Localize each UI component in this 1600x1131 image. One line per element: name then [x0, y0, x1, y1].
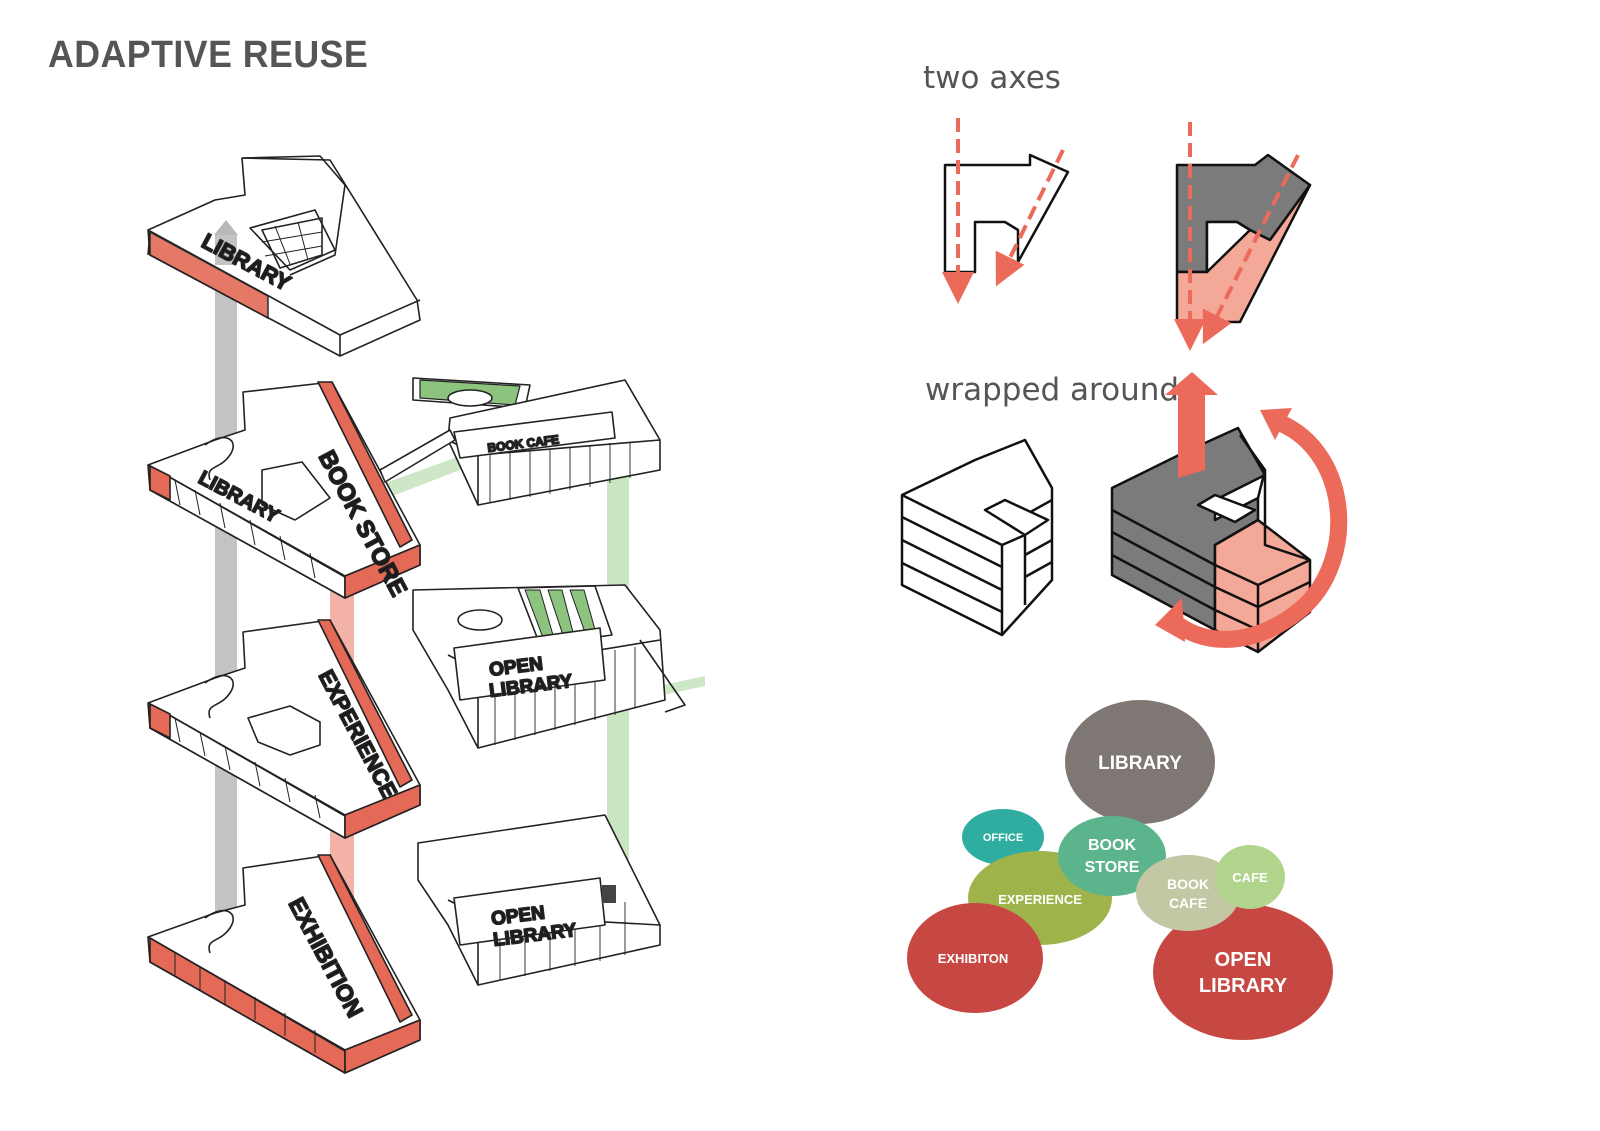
experience-bubble-label: EXPERIENCE: [998, 892, 1082, 907]
bottom-floor-exhibition: [147, 854, 421, 1074]
top-floor-library: [147, 155, 421, 357]
program-bubbles: LIBRARY OFFICE EXPERIENCE EXHIBITON BOOK…: [907, 700, 1333, 1040]
two-axes-plan-outline: [942, 118, 1070, 304]
office-bubble: [962, 809, 1044, 865]
open-library-bubble: [1153, 904, 1333, 1040]
wrapped-around-heading: wrapped around: [925, 372, 1180, 408]
open-library-bubble-label-2: LIBRARY: [1199, 975, 1288, 997]
exhibition-bubble-label: EXHIBITON: [938, 951, 1009, 966]
library-circulation-bar: [215, 235, 237, 935]
wrapped-around-filled-massing: [1110, 372, 1348, 654]
third-floor-experience: [147, 619, 421, 839]
open-library-bubble-label-1: OPEN: [1215, 949, 1272, 971]
library-bubble-label: LIBRARY: [1098, 753, 1182, 774]
library-bubble: [1065, 700, 1215, 824]
cafe-bubble: [1215, 845, 1285, 909]
wrapped-around-diagram: [900, 372, 1348, 654]
two-axes-diagram: [942, 118, 1312, 351]
book-cafe-bubble: [1136, 855, 1240, 931]
upper-open-library-block: [412, 584, 686, 749]
cafe-bubble-label: CAFE: [1232, 870, 1268, 885]
book-store-bubble-label-1: BOOK: [1088, 837, 1136, 854]
book-cafe-bubble-label-2: CAFE: [1169, 895, 1207, 911]
book-cafe-bubble-label-1: BOOK: [1167, 876, 1209, 892]
page-title: ADAPTIVE REUSE: [48, 34, 369, 76]
two-axes-heading: two axes: [923, 60, 1061, 96]
second-floor: [147, 381, 421, 599]
office-bubble-label: OFFICE: [983, 832, 1023, 844]
lower-open-library-block: [417, 814, 661, 986]
book-cafe-block: [379, 377, 661, 506]
book-store-bubble: [1058, 816, 1166, 896]
exploded-axonometric: LIBRARY LIBRARY BOOK STORE BOO: [147, 155, 705, 1074]
two-axes-plan-filled: [1174, 122, 1312, 351]
wrapped-around-plain-massing: [900, 438, 1054, 637]
exhibition-bubble: [907, 903, 1043, 1013]
book-store-bubble-label-2: STORE: [1085, 859, 1140, 876]
